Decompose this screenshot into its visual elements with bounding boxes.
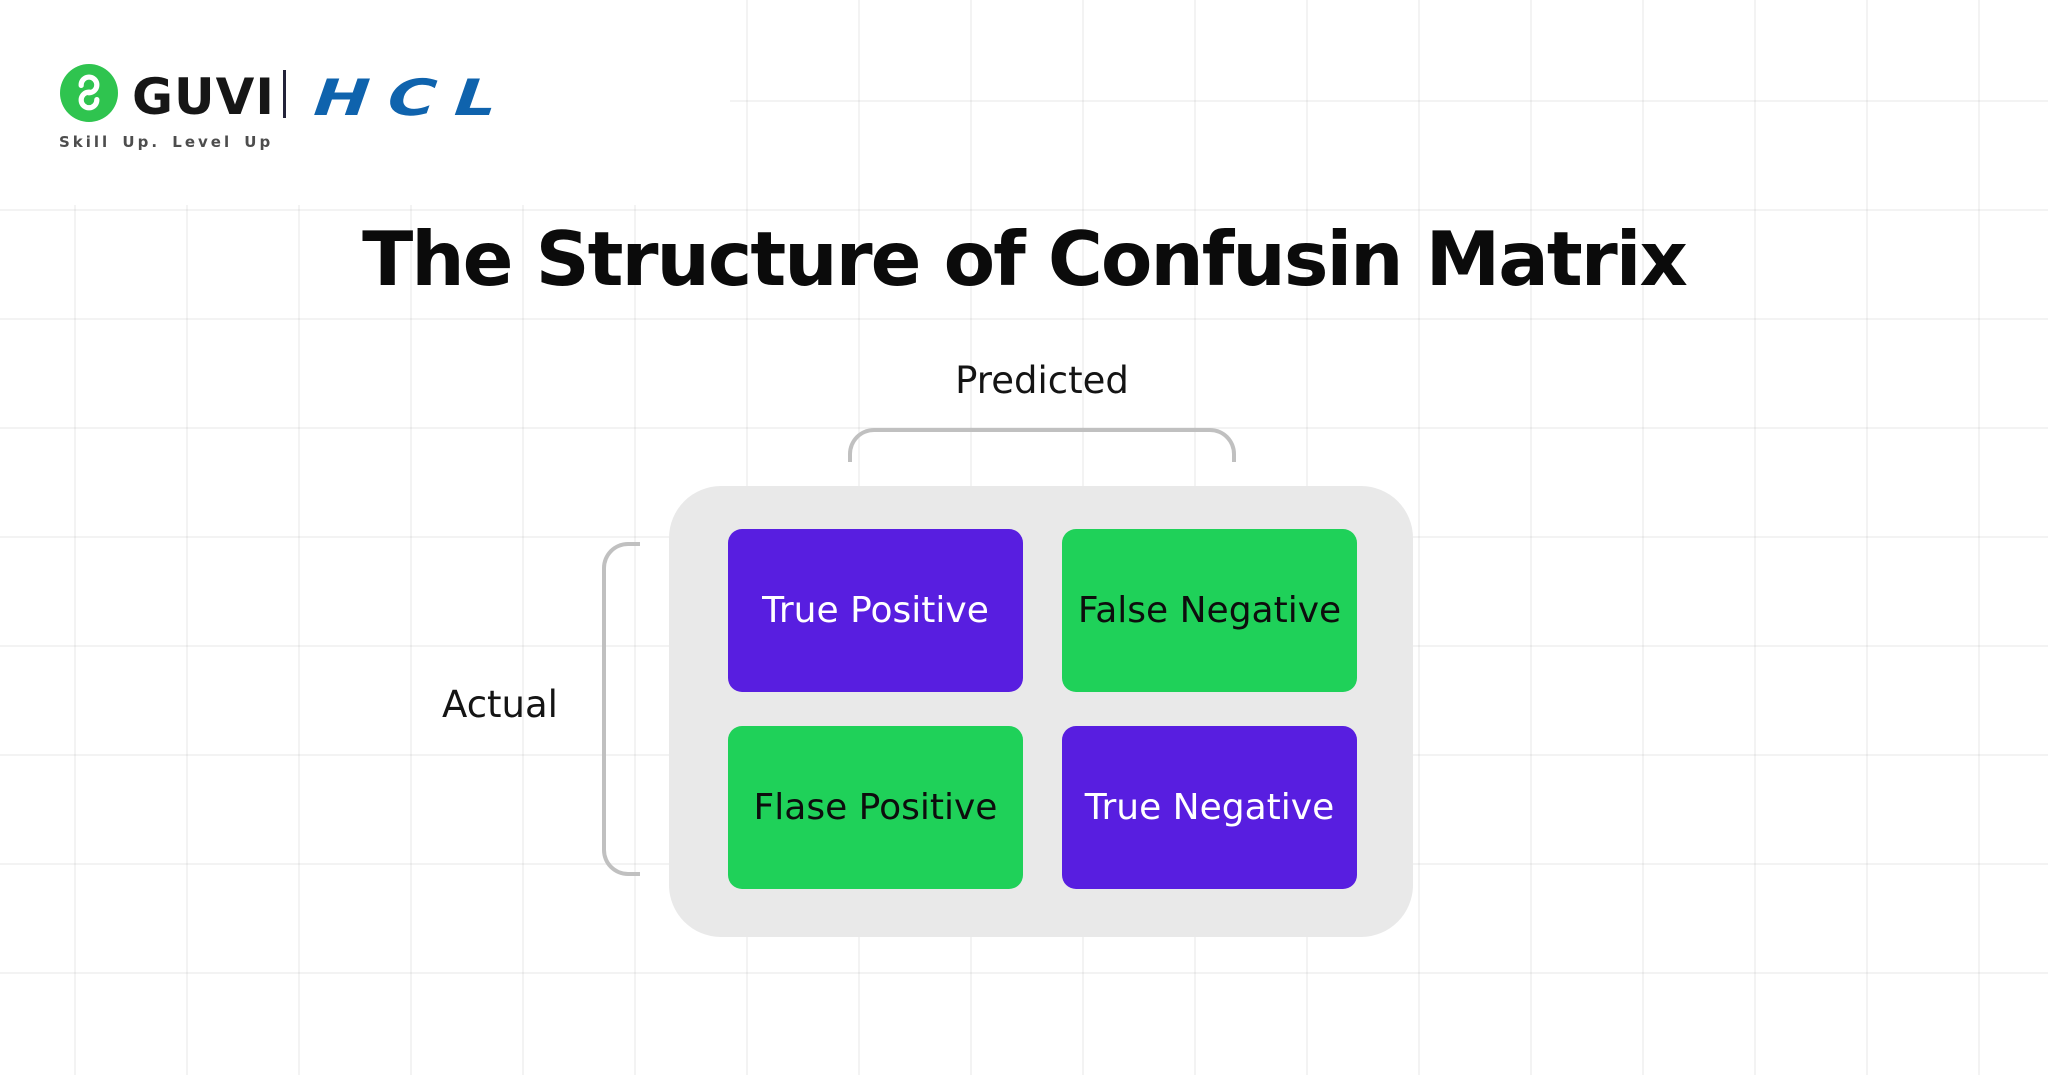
guvi-logo-icon xyxy=(60,64,118,122)
guvi-glyph-bottom-hook xyxy=(78,89,100,111)
actual-axis-label: Actual xyxy=(442,683,558,726)
predicted-axis-label: Predicted xyxy=(955,359,1129,402)
confusion-matrix-panel: True Positive False Negative Flase Posit… xyxy=(669,486,1413,937)
predicted-bracket xyxy=(848,428,1236,462)
quadrant-false-positive: Flase Positive xyxy=(728,726,1023,889)
page-title: The Structure of Confusin Matrix xyxy=(362,215,1688,303)
hcl-wordmark: HCL xyxy=(311,69,519,127)
quadrant-false-negative: False Negative xyxy=(1062,529,1357,692)
quadrant-true-positive: True Positive xyxy=(728,529,1023,692)
brand-tagline: Skill Up. Level Up xyxy=(59,133,274,151)
brand-divider xyxy=(283,70,286,118)
quadrant-true-negative: True Negative xyxy=(1062,726,1357,889)
logo-background-patch xyxy=(0,0,730,205)
actual-bracket xyxy=(602,542,640,876)
brand-lockup: GUVI HCL Skill Up. Level Up xyxy=(58,62,558,172)
guvi-wordmark: GUVI xyxy=(132,68,275,126)
